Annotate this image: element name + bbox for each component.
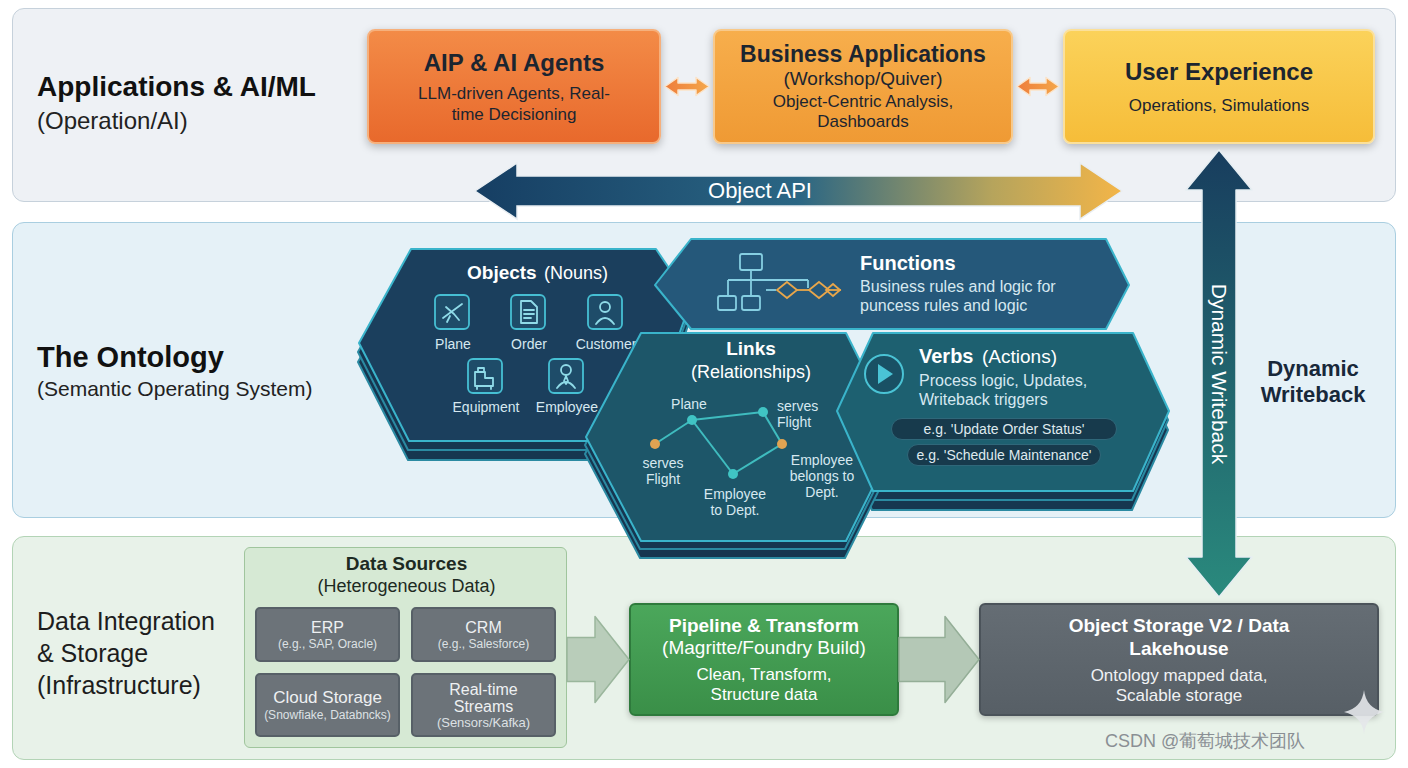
node-text: Equipment bbox=[441, 399, 531, 415]
node-text: Applications & AI/ML bbox=[37, 71, 367, 103]
node-text: (Snowfiake, Databncks) bbox=[264, 708, 391, 722]
node-text: Pipeline & Transform bbox=[669, 615, 859, 637]
node-text: LLM-driven Agents, Real-time Decisioning bbox=[409, 83, 619, 125]
node-text: Business Applications bbox=[740, 41, 986, 68]
node-text: (Relationships) bbox=[661, 362, 841, 383]
node-text: Links bbox=[691, 338, 811, 360]
node-text: Plane bbox=[665, 396, 713, 412]
node-text: Cloud Storage bbox=[273, 688, 382, 708]
process-box: Pipeline & Transform(Magritte/Foundry Bu… bbox=[629, 603, 899, 716]
layer-band: Data Integration & Storage (Infrastructu… bbox=[12, 536, 1396, 760]
node-text: Operations, Simulations bbox=[1129, 96, 1309, 116]
hexagon-shape bbox=[837, 333, 1169, 491]
node-text: The Ontology bbox=[37, 341, 367, 374]
source-box: CRM(e.g., Salesforce) bbox=[411, 607, 556, 662]
process-box: User ExperienceOperations, Simulations bbox=[1063, 29, 1375, 144]
node-text: (Workshop/Quiver) bbox=[783, 68, 942, 90]
node-text: Plane bbox=[408, 336, 498, 352]
source-box: Cloud Storage(Snowfiake, Databncks) bbox=[255, 673, 400, 737]
node-text: e.g. 'Update Order Status' bbox=[924, 421, 1085, 437]
hexagon-shape bbox=[655, 239, 1129, 329]
node-text: (Nouns) bbox=[544, 263, 608, 284]
node-text: Process logic, Updates, Writeback trigge… bbox=[919, 371, 1124, 409]
node-text: Real-time Streams bbox=[434, 681, 534, 715]
node-text: (Sensors/Kafka) bbox=[437, 715, 530, 730]
source-box: Real-time Streams(Sensors/Kafka) bbox=[411, 673, 556, 737]
node-text: (Magritte/Foundry Build) bbox=[662, 637, 866, 659]
node-text: Data Integration & Storage (Infrastructu… bbox=[37, 605, 237, 701]
node-text: (Operation/AI) bbox=[37, 107, 367, 135]
node-text: (Semantic Operating System) bbox=[37, 377, 367, 401]
node-text: CRM bbox=[465, 619, 501, 637]
node-text: (e.g., SAP, Oracle) bbox=[278, 637, 377, 651]
node-text: serves Flight bbox=[637, 455, 689, 487]
edge-label: Dynamic Writeback bbox=[1207, 283, 1231, 464]
example-pill: e.g. 'Schedule Maintenance' bbox=[907, 444, 1101, 466]
process-box: Business Applications(Workshop/Quiver)Ob… bbox=[713, 29, 1013, 144]
node-text: Functions bbox=[860, 252, 956, 275]
storage-box: Object Storage V2 / Data LakehouseOntolo… bbox=[979, 603, 1379, 716]
node-text: e.g. 'Schedule Maintenance' bbox=[916, 447, 1091, 463]
watermark: CSDN @葡萄城技术团队 bbox=[1105, 729, 1405, 753]
node-text: (Heterogeneous Data) bbox=[245, 576, 568, 597]
node-text: Object Storage V2 / Data Lakehouse bbox=[1064, 614, 1294, 660]
node-text: Employee to Dept. bbox=[700, 486, 770, 518]
node-text: (Actions) bbox=[982, 346, 1057, 368]
node-text: (e.g., Salesforce) bbox=[438, 637, 529, 651]
example-pill: e.g. 'Update Order Status' bbox=[891, 418, 1117, 440]
api-label: Object API bbox=[680, 178, 840, 204]
node-text: Objects bbox=[467, 262, 537, 284]
node-text: Business rules and logic for puncess rul… bbox=[860, 277, 1092, 315]
node-text: serves Flight bbox=[777, 398, 829, 430]
node-text: Employee belongs to Dept. bbox=[776, 452, 868, 500]
node-text: Ontology mapped data, Scalable storage bbox=[1079, 666, 1279, 706]
side-label: Dynamic Writeback bbox=[1253, 356, 1373, 408]
node-text: Data Sources bbox=[245, 553, 568, 575]
source-box: ERP(e.g., SAP, Oracle) bbox=[255, 607, 400, 662]
node-text: Object-Centric Analysis, Dashboards bbox=[753, 92, 973, 132]
node-text: Verbs bbox=[919, 345, 973, 368]
ontology-hexagon: Verbs (Actions) Process logic, Updates, Wr… bbox=[837, 331, 1171, 493]
node-text: AIP & AI Agents bbox=[424, 49, 604, 77]
layer-band: Applications & AI/ML(Operation/AI)AIP & … bbox=[12, 8, 1396, 202]
source-group: Data Sources(Heterogeneous Data)ERP(e.g.… bbox=[244, 547, 567, 748]
node-text: User Experience bbox=[1125, 58, 1313, 86]
process-box: AIP & AI AgentsLLM-driven Agents, Real-t… bbox=[367, 29, 661, 144]
node-text: Clean, Transform, Structure data bbox=[677, 665, 852, 705]
ontology-hexagon: FunctionsBusiness rules and logic for pu… bbox=[653, 237, 1129, 331]
layer-band: The Ontology (Semantic Operating System) O… bbox=[12, 222, 1396, 518]
node-text: Order bbox=[484, 336, 574, 352]
node-text: ERP bbox=[311, 619, 344, 637]
